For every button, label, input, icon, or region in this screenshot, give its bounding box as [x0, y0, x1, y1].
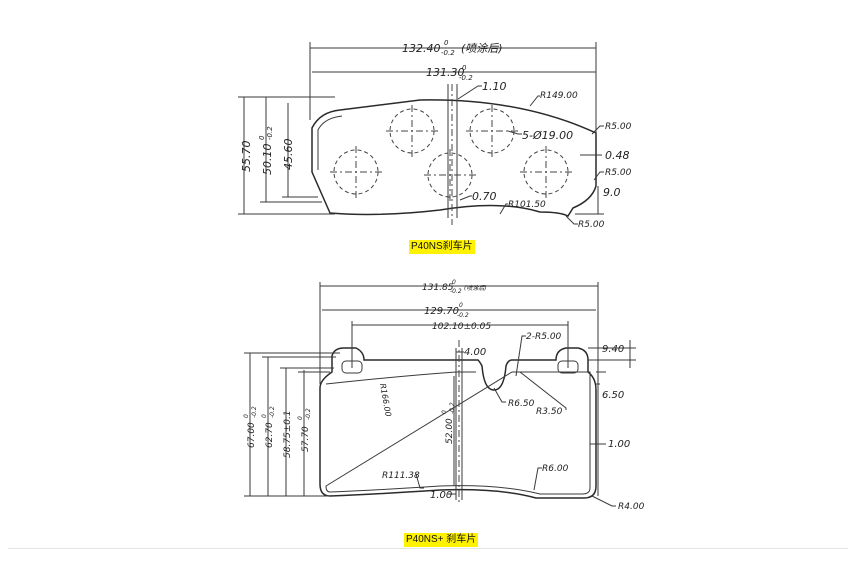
dim-bottom-gap-side: 1.00 — [608, 439, 630, 450]
dim-top-overall-note: (喷涂后) — [461, 42, 503, 55]
hole-5 — [520, 146, 572, 198]
svg-text:0: 0 — [297, 416, 304, 420]
dim-bottom-radius-outer: R4.00 — [618, 502, 645, 512]
svg-text:0: 0 — [459, 302, 463, 309]
dim-bottom-width: 129.70 — [424, 306, 459, 317]
dim-bottom-radius-holes: 2-R5.00 — [526, 332, 562, 342]
dim-top-height-mid: 50.10 — [261, 144, 274, 176]
dim-top-radius-bottom: R101.50 — [508, 200, 546, 210]
svg-text:0: 0 — [258, 135, 266, 140]
dim-top-gap-bottom: 0.70 — [472, 190, 497, 203]
dim-top-gap-top: 1.10 — [482, 80, 507, 93]
dim-bottom-radius-arc: R166.00 — [378, 383, 393, 418]
svg-text:-0.2: -0.2 — [459, 74, 473, 82]
dim-top-radius-top: R149.00 — [540, 91, 578, 101]
svg-text:0: 0 — [452, 279, 456, 286]
pad-inner-line-top — [317, 115, 343, 170]
dim-bottom-gap-top: 4.00 — [464, 347, 486, 358]
dim-top-height-total: 55.70 — [240, 141, 253, 173]
caption-top: P40NS刹车片 — [409, 240, 475, 254]
dim-bottom-height-b: 62.70 — [265, 422, 275, 448]
dim-top-radius-corner-top: R5.00 — [605, 122, 632, 132]
pad-p40ns-plus: 131.85 0 -0.2 (喷涂后) 129.70 0 -0.2 102.10… — [243, 279, 645, 512]
dim-bottom-overall-note: (喷涂后) — [464, 284, 487, 292]
svg-text:-0.2: -0.2 — [449, 402, 456, 414]
dim-top-overall-width: 132.40 — [402, 42, 441, 55]
svg-text:-0.2: -0.2 — [450, 288, 462, 295]
dim-bottom-radius-bottom: R111.38 — [382, 471, 420, 481]
dim-bottom-height-c: 58.75±0.1 — [283, 410, 293, 458]
dim-top-width: 131.30 — [426, 66, 465, 79]
backing-plate-outline — [319, 347, 597, 499]
pad-p40ns: 132.40 0 -0.2 (喷涂后) 131.30 0 -0.2 55.70 … — [238, 39, 632, 230]
svg-text:-0.2: -0.2 — [251, 406, 258, 418]
dim-bottom-radius-corner: R6.00 — [542, 464, 569, 474]
dim-bottom-hole-spacing: 102.10±0.05 — [432, 322, 491, 332]
svg-text:0: 0 — [441, 410, 448, 414]
friction-outline — [325, 371, 591, 495]
pad-outline-top — [311, 99, 597, 217]
dim-bottom-gap-bottom: 1.00 — [430, 490, 452, 501]
hole-1 — [386, 105, 438, 157]
dim-top-radius-corner-bottom: R5.00 — [578, 220, 605, 230]
dim-bottom-overall-width: 131.85 — [422, 283, 454, 293]
dim-bottom-tab-height: 9.40 — [602, 344, 624, 355]
dim-top-height-inner: 45.60 — [282, 139, 295, 171]
svg-text:-0.2: -0.2 — [266, 126, 274, 140]
hole-4 — [424, 149, 476, 201]
svg-text:-0.2: -0.2 — [305, 408, 312, 420]
dim-top-step: 9.0 — [603, 186, 621, 199]
caption-bottom: P40NS+ 刹车片 — [404, 533, 479, 547]
dim-bottom-tab-offset: 6.50 — [602, 390, 624, 401]
dim-bottom-radius-notch: R6.50 — [508, 399, 535, 409]
svg-text:0: 0 — [243, 414, 250, 418]
hole-3 — [330, 146, 382, 198]
svg-text:0: 0 — [444, 39, 449, 47]
svg-text:-0.2: -0.2 — [269, 406, 276, 418]
dim-bottom-height-d: 57.70 — [301, 426, 311, 452]
svg-text:0: 0 — [261, 414, 268, 418]
svg-text:-0.2: -0.2 — [441, 49, 455, 57]
dim-bottom-height-e: 52.00 — [445, 418, 455, 444]
dim-top-radius-corner-mid: R5.00 — [605, 168, 632, 178]
dim-top-holes: 5-Ø19.00 — [522, 129, 573, 142]
divider — [8, 548, 848, 549]
dim-bottom-radius-notch-corner: R3.50 — [536, 407, 563, 417]
hole-2 — [466, 105, 518, 157]
svg-text:0: 0 — [462, 64, 467, 72]
dim-top-gap-side: 0.48 — [605, 149, 630, 162]
dim-bottom-height-a: 67.00 — [247, 422, 257, 448]
svg-text:-0.2: -0.2 — [457, 312, 469, 319]
